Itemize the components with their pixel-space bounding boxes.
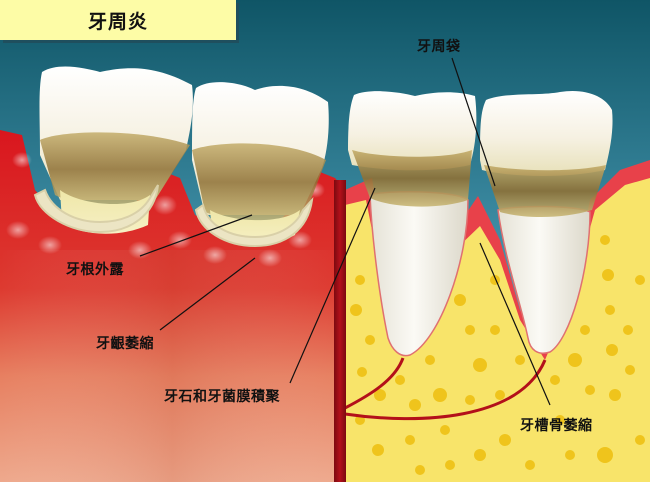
blood-vessels [344,357,547,421]
label-gum-recession: 牙齦萎縮 [96,336,154,352]
label-root-exposure: 牙根外露 [66,262,124,278]
label-alveolar-bone-loss: 牙槽骨萎縮 [520,418,593,434]
leader-lines [139,57,551,406]
section-divider [334,180,346,482]
diagram-title: 牙周炎 [87,10,148,33]
bone-spots [350,235,645,475]
title-box: 牙周炎 [0,0,236,40]
tooth-4 [480,90,613,354]
tooth-2 [192,82,329,248]
tooth-1 [33,66,193,234]
label-tartar-plaque: 牙石和牙菌膜積聚 [164,389,280,405]
tooth-3 [348,91,477,357]
label-periodontal-pocket: 牙周袋 [417,39,461,55]
